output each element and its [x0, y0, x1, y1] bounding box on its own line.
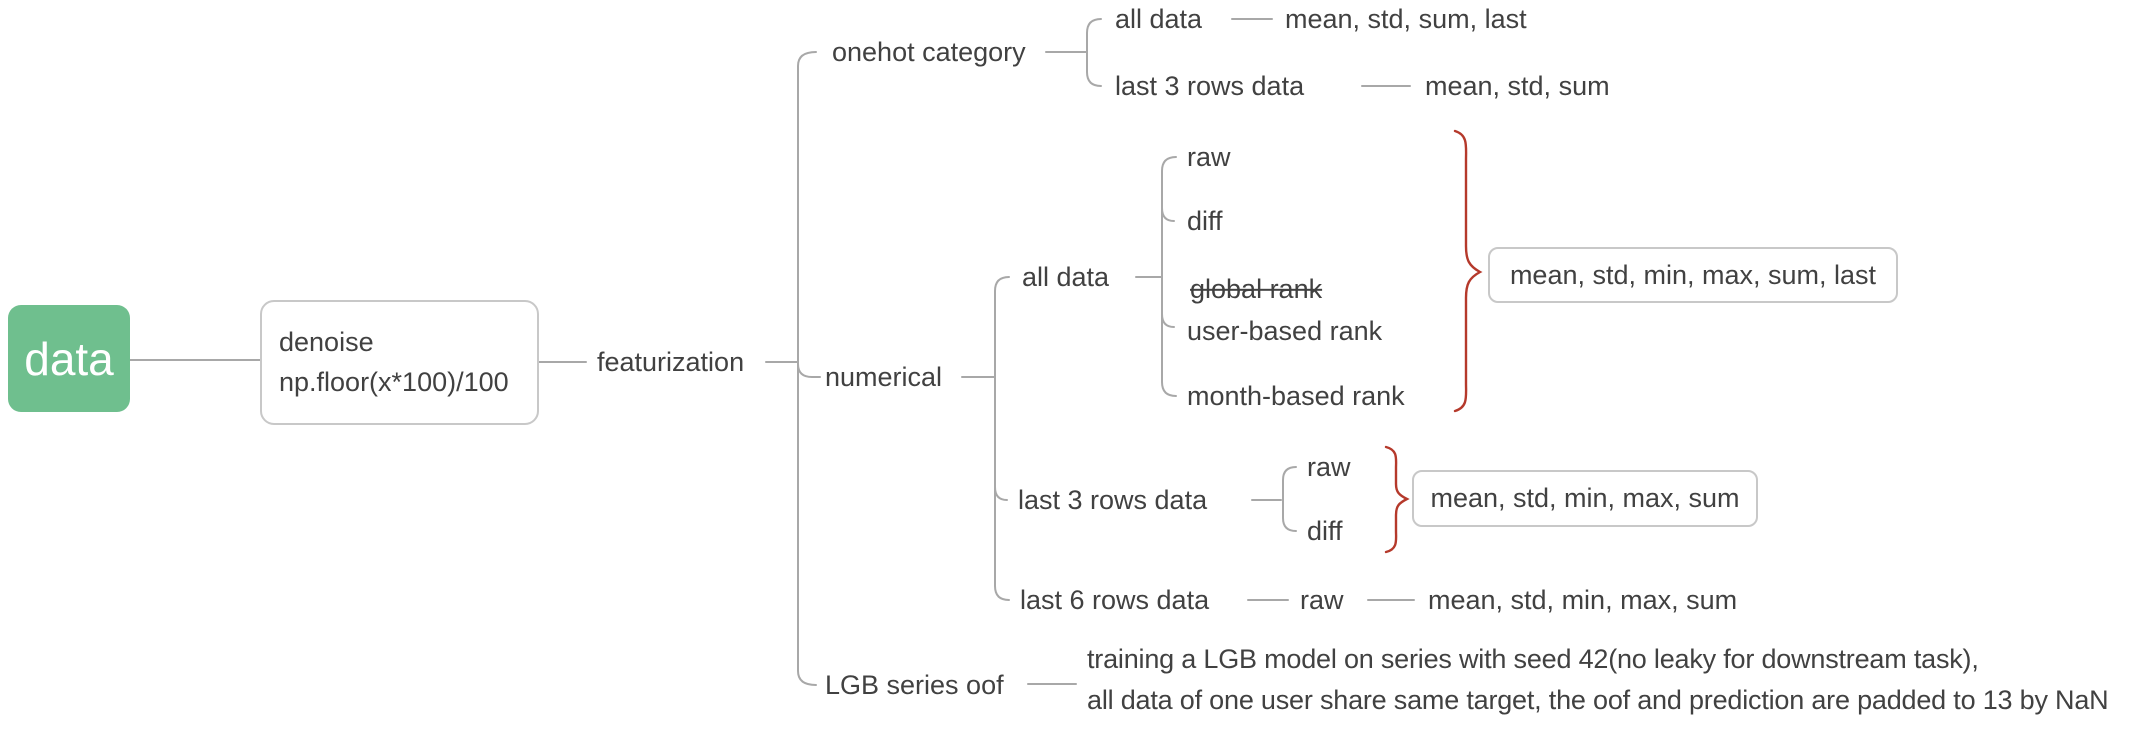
node-lgb-series-oof[interactable]: LGB series oof — [825, 669, 1004, 700]
leafbox-last3-stats[interactable]: mean, std, min, max, sum — [1412, 470, 1758, 527]
denoise-formula: np.floor(x*100)/100 — [279, 367, 509, 397]
node-numerical[interactable]: numerical — [825, 361, 943, 392]
trunk-last3-children — [1282, 466, 1297, 532]
trunk-alldata-children — [1161, 156, 1177, 397]
node-onehot-all-data[interactable]: all data — [1115, 3, 1203, 34]
node-user-based-rank[interactable]: user-based rank — [1187, 315, 1383, 346]
node-global-rank[interactable]: global rank — [1190, 273, 1323, 304]
trunk-numerical-children — [994, 276, 1010, 601]
node-raw-last6[interactable]: raw — [1300, 584, 1344, 615]
tick-numerical — [797, 363, 821, 378]
denoise-title: denoise — [279, 327, 374, 357]
trunk-featurization-children — [797, 51, 817, 686]
node-month-based-rank[interactable]: month-based rank — [1187, 380, 1405, 411]
node-onehot-last3-rows[interactable]: last 3 rows data — [1115, 70, 1305, 101]
node-denoise[interactable]: denoise np.floor(x*100)/100 — [260, 300, 539, 425]
tick-user-rank — [1161, 313, 1175, 328]
leaf-onehot-all-data-stats[interactable]: mean, std, sum, last — [1285, 3, 1527, 34]
node-num-last3-rows[interactable]: last 3 rows data — [1018, 484, 1208, 515]
trunk-onehot-children — [1086, 18, 1102, 87]
lgb-note-line2: all data of one user share same target, … — [1087, 685, 2109, 715]
node-num-all-data[interactable]: all data — [1022, 261, 1110, 292]
leaf-onehot-last3-stats[interactable]: mean, std, sum — [1425, 70, 1610, 101]
lgb-note[interactable]: training a LGB model on series with seed… — [1087, 639, 2109, 721]
brace-alldata-stats — [1453, 129, 1483, 413]
brace-last3-stats — [1384, 445, 1410, 554]
node-data-root[interactable]: data — [8, 305, 130, 412]
node-raw-last3[interactable]: raw — [1307, 451, 1351, 482]
node-featurization[interactable]: featurization — [597, 346, 745, 377]
node-num-last6-rows[interactable]: last 6 rows data — [1020, 584, 1210, 615]
lgb-note-line1: training a LGB model on series with seed… — [1087, 644, 1979, 674]
leaf-last6-stats[interactable]: mean, std, min, max, sum — [1428, 584, 1738, 615]
node-diff-last3[interactable]: diff — [1307, 515, 1343, 546]
node-diff-alldata[interactable]: diff — [1187, 205, 1223, 236]
leafbox-alldata-stats[interactable]: mean, std, min, max, sum, last — [1488, 247, 1898, 303]
tick-last3-rows — [994, 486, 1008, 501]
tick-diff-1 — [1161, 207, 1175, 222]
node-raw-alldata[interactable]: raw — [1187, 141, 1231, 172]
node-onehot-category[interactable]: onehot category — [832, 36, 1026, 67]
